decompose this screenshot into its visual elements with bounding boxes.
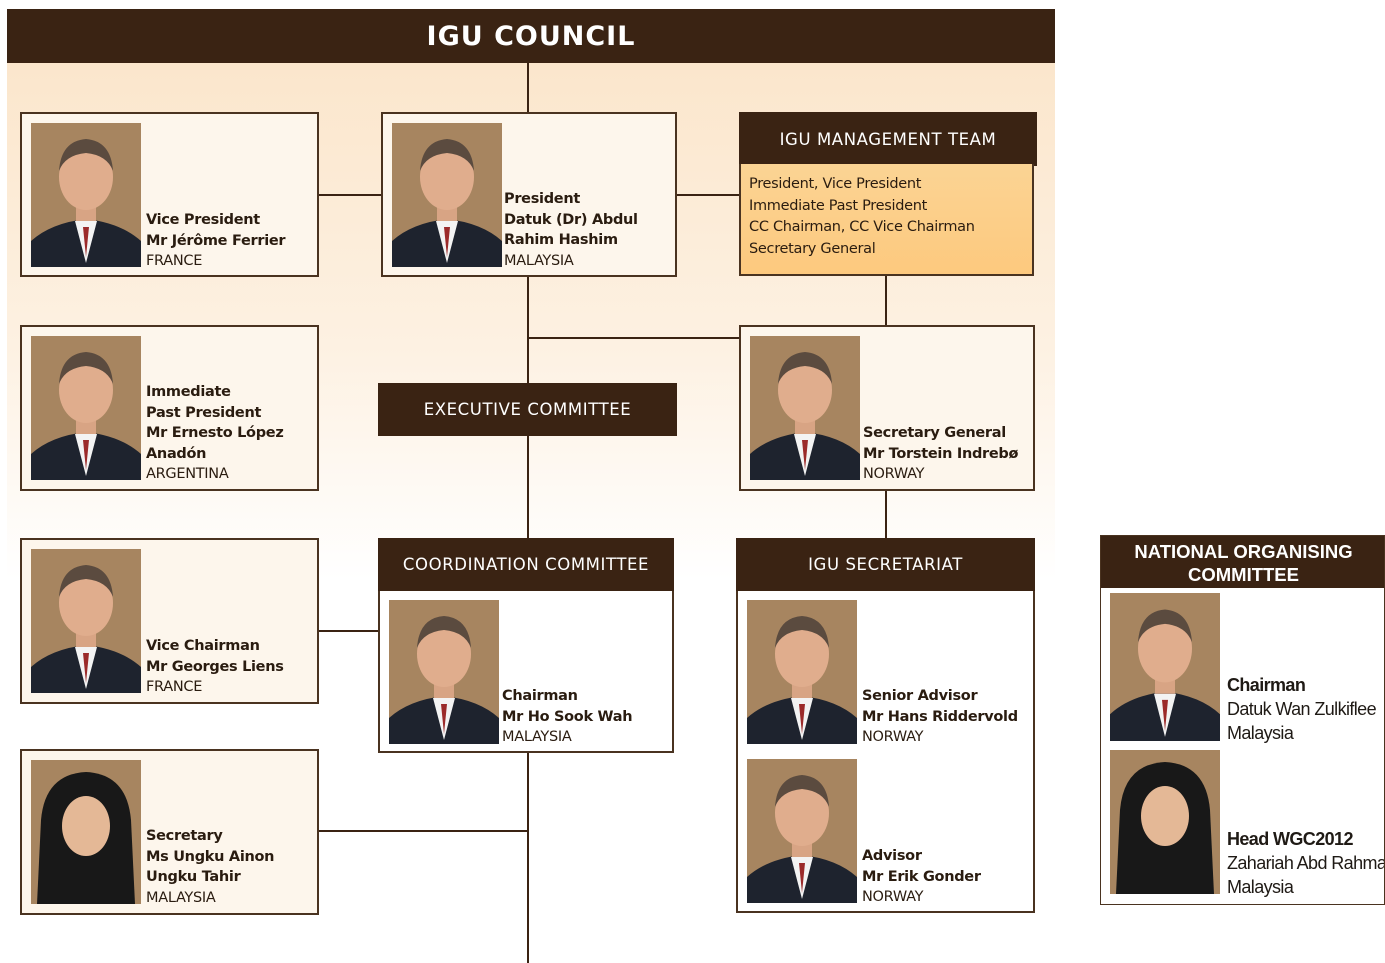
role-label: Senior Advisor [862,688,978,704]
person-name: Mr Jérôme Ferrier [146,232,286,249]
role-label: Chairman [1227,675,1306,695]
person-card-past-president: Immediate Past President Mr Ernesto Lópe… [20,325,319,491]
person-card-president: President Datuk (Dr) Abdul Rahim Hashim … [381,112,677,277]
country-label: FRANCE [146,253,203,269]
person-name: Mr Torstein Indrebø [863,445,1019,462]
person-name: Mr Erik Gonder [862,868,981,885]
connector-line [317,630,379,632]
secretariat-header: IGU SECRETARIAT [736,538,1035,591]
portrait-photo [747,759,857,903]
role-label: Past President [146,404,262,421]
person-name: Mr Hans Riddervold [862,708,1018,725]
role-label: Chairman [502,688,578,704]
role-label: Vice President [146,212,260,228]
person-card-vice-president: Vice President Mr Jérôme Ferrier FRANCE [20,112,319,277]
person-card-secretary: Secretary Ms Ungku Ainon Ungku Tahir MAL… [20,749,319,915]
portrait-photo [31,549,141,693]
role-label: Head WGC2012 [1227,829,1353,849]
country-label: NORWAY [863,466,925,482]
connector-line [675,194,740,196]
connector-line [885,275,887,327]
connector-line [317,830,529,832]
person-name: Ungku Tahir [146,869,241,885]
person-name: Datuk Wan Zulkiflee [1227,699,1377,719]
council-title: IGU COUNCIL [426,20,636,52]
person-card-vice-chairman: Vice Chairman Mr Georges Liens FRANCE [20,538,319,704]
person-name: Rahim Hashim [504,232,618,248]
person-name: Zahariah Abd Rahman [1227,853,1385,873]
country-label: Malaysia [1227,723,1294,743]
management-line: Secretary General [749,240,876,257]
country-label: MALAYSIA [146,889,216,906]
person-name: Mr Ho Sook Wah [502,708,633,725]
person-name: Mr Georges Liens [146,658,284,675]
role-label: Secretary [146,828,223,844]
executive-committee-header: EXECUTIVE COMMITTEE [378,383,677,436]
role-label: Advisor [862,848,922,864]
portrait-photo [392,123,502,267]
person-name: Datuk (Dr) Abdul [504,211,638,228]
person-card-secretary-general: Secretary General Mr Torstein Indrebø NO… [739,325,1035,491]
person-name: Mr Ernesto López [146,425,284,441]
council-title-bar: IGU COUNCIL [7,9,1055,63]
connector-line [885,488,887,538]
connector-line [527,275,529,384]
country-label: MALAYSIA [502,729,572,745]
management-line: CC Chairman, CC Vice Chairman [749,219,975,235]
person-name: Ms Ungku Ainon [146,848,275,865]
connector-line [527,435,529,539]
management-team-members: President, Vice President Immediate Past… [739,164,1034,276]
country-label: ARGENTINA [146,466,229,482]
person-name: Anadón [146,445,207,462]
role-label: Secretary General [863,425,1006,441]
country-label: Malaysia [1227,877,1294,897]
management-line: Immediate Past President [749,197,928,214]
portrait-photo [750,336,860,480]
portrait-photo [31,336,141,480]
portrait-photo [747,600,857,744]
role-label: Vice Chairman [146,638,260,654]
country-label: NORWAY [862,729,924,745]
country-label: NORWAY [862,889,924,905]
national-organising-committee: NATIONAL ORGANISING COMMITTEE Chairman D… [1100,535,1385,905]
coordination-committee-box: COORDINATION COMMITTEE Chairman Mr Ho So… [378,538,674,753]
management-line: President, Vice President [749,176,922,192]
noc-header: NATIONAL ORGANISING COMMITTEE [1101,536,1384,588]
portrait-photo [389,600,499,744]
country-label: MALAYSIA [504,252,574,269]
coordination-committee-header: COORDINATION COMMITTEE [378,538,674,591]
connector-line [527,751,529,963]
role-label: President [504,191,580,207]
portrait-photo [1110,593,1220,741]
connector-line [317,194,382,196]
connector-line [527,62,529,114]
secretariat-box: IGU SECRETARIAT Senior Advisor Mr Hans R… [736,538,1035,913]
connector-line [527,337,740,339]
portrait-photo [1110,750,1220,894]
country-label: FRANCE [146,679,203,695]
portrait-photo [31,760,141,904]
role-label: Immediate [146,384,231,400]
management-team-header: IGU MANAGEMENT TEAM [739,112,1037,166]
portrait-photo [31,123,141,267]
